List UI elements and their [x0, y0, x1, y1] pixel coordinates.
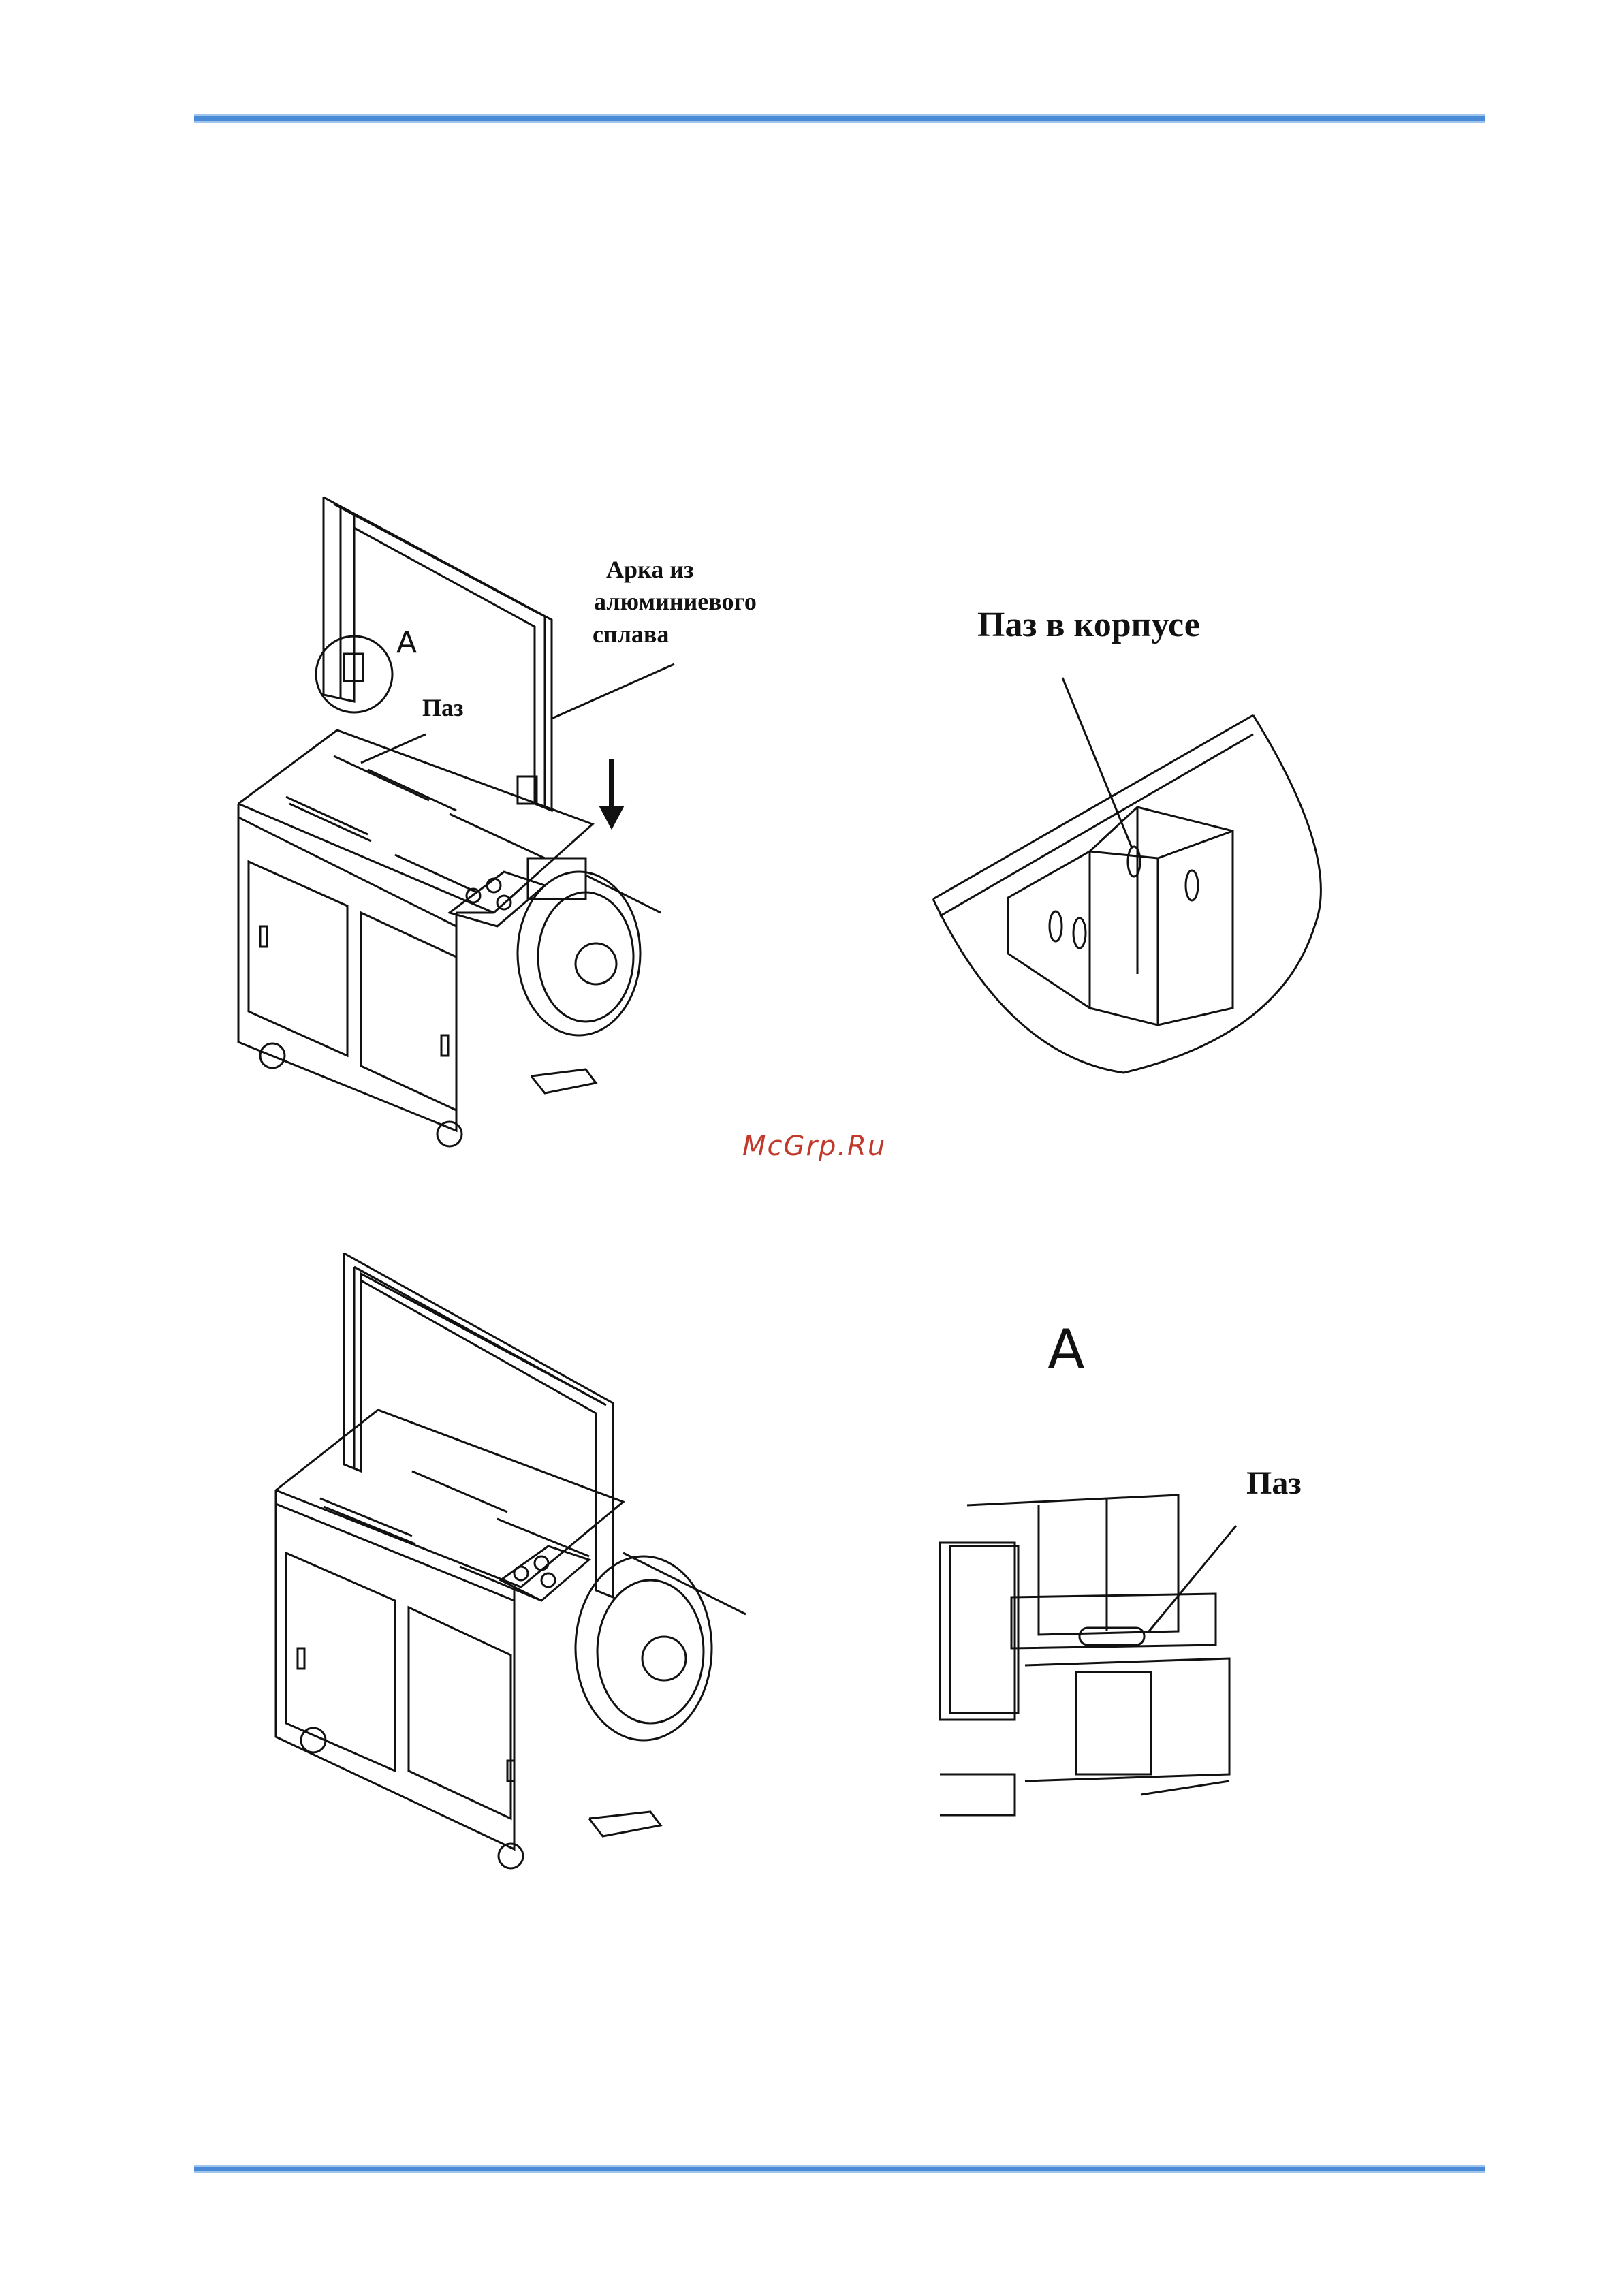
- header-rule: [194, 114, 1485, 123]
- machine-body-assembled: [276, 1410, 746, 1868]
- groove-slot: [1080, 1628, 1144, 1645]
- arch-label-line1: Арка из: [606, 555, 693, 584]
- watermark: McGrp.Ru: [742, 1131, 886, 1162]
- machine-assembled-figure: [269, 1246, 759, 1893]
- groove-detail-leader: [1149, 1526, 1236, 1631]
- arch-label-line3: сплава: [593, 620, 669, 648]
- footer-rule: [194, 2165, 1485, 2173]
- arch-installed: [344, 1253, 613, 1597]
- detail-a-small-label: A: [396, 625, 417, 660]
- arch-label-line2: алюминиевого: [594, 587, 757, 616]
- groove-label-top: Паз: [422, 693, 463, 722]
- slot-hole: [1186, 870, 1198, 900]
- groove-in-body-figure: [933, 654, 1335, 1083]
- down-arrow: [601, 759, 623, 828]
- machine-with-arch-figure: [225, 477, 838, 1158]
- arch-leader-line: [552, 664, 674, 719]
- groove-in-body-leader: [1062, 678, 1132, 848]
- slot-hole: [1050, 911, 1062, 941]
- detail-boundary: [933, 715, 1321, 1073]
- groove-in-body-label: Паз в корпусе: [977, 605, 1200, 645]
- detail-a-big-label: A: [1047, 1318, 1085, 1381]
- detail-a-figure: [936, 1495, 1277, 1822]
- slot-hole: [1073, 918, 1086, 948]
- machine-body: [238, 730, 661, 1146]
